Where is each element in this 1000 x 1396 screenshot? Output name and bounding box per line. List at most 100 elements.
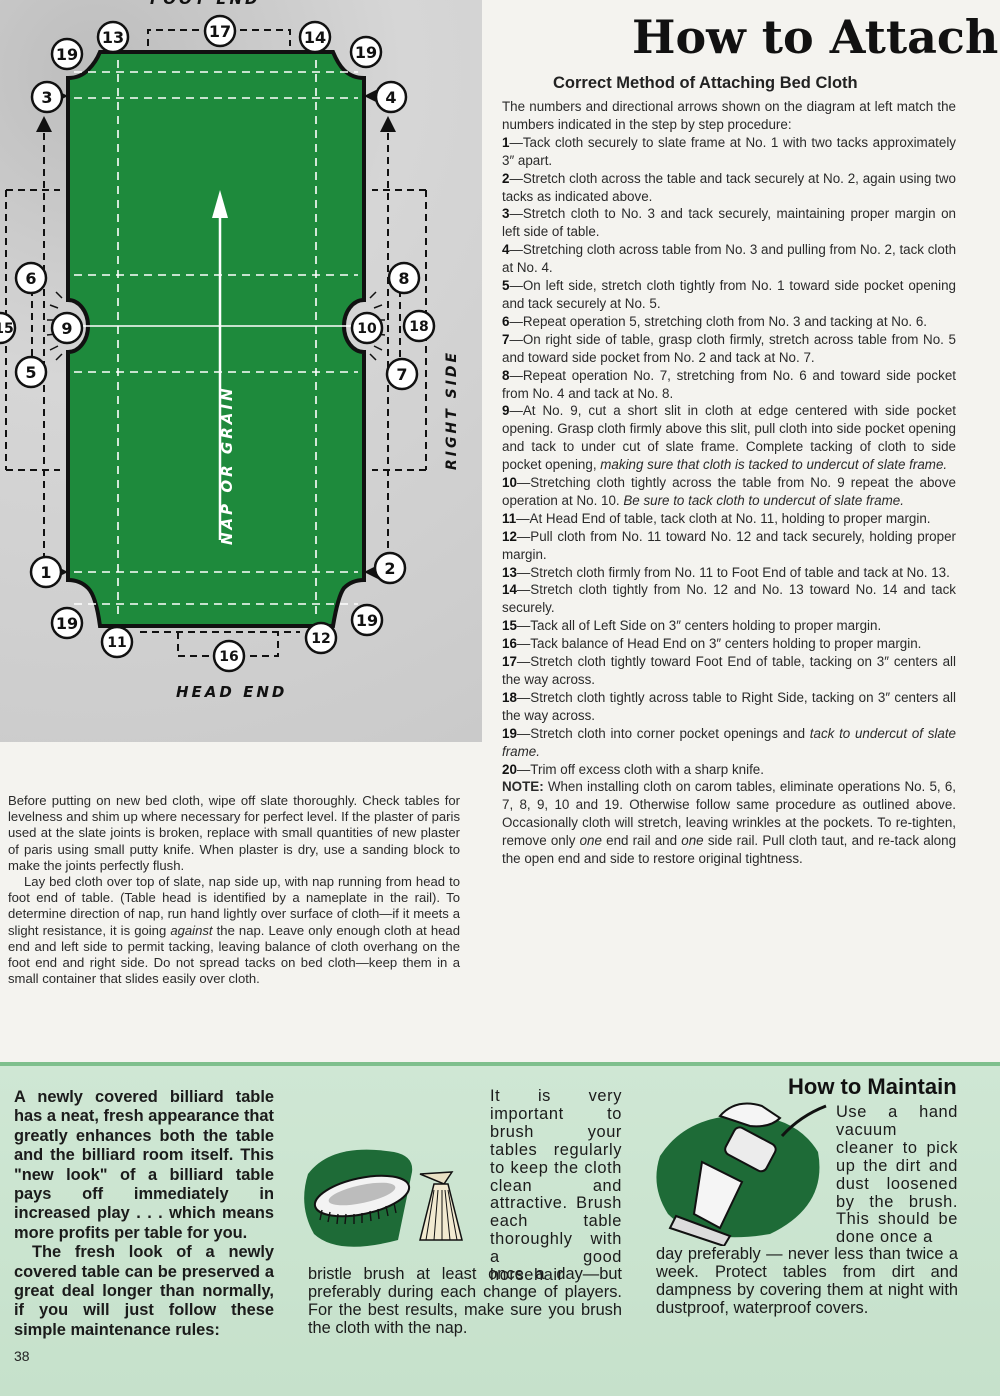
step-text: —Stretching cloth tightly across the tab… bbox=[502, 475, 956, 508]
step-text: —On right side of table, grasp cloth fir… bbox=[502, 331, 956, 365]
marker-12: 12 bbox=[304, 621, 338, 655]
step-text: —Stretch cloth to No. 3 and tack securel… bbox=[502, 206, 956, 240]
maintenance-intro: A newly covered billiard table has a nea… bbox=[14, 1088, 274, 1340]
step-text: —Repeat operation No. 7, stretching from… bbox=[502, 367, 956, 401]
nap-or-grain-label: NAP OR GRAIN bbox=[218, 385, 236, 545]
svg-text:2: 2 bbox=[384, 559, 395, 578]
step-item-18: 18—Stretch cloth tightly across table to… bbox=[502, 689, 956, 725]
step-number: 12 bbox=[502, 528, 517, 544]
foot-end-label: FOOT END bbox=[150, 0, 260, 8]
step-text: —Stretch cloth across the table and tack… bbox=[502, 170, 956, 204]
step-emphasis: making sure that cloth is tacked to unde… bbox=[600, 457, 948, 473]
svg-text:11: 11 bbox=[107, 635, 126, 651]
svg-text:4: 4 bbox=[385, 88, 396, 107]
marker-17: 17 bbox=[203, 14, 237, 48]
step-text: —Stretch cloth tightly across table to R… bbox=[502, 689, 956, 723]
step-item-1: 1—Tack cloth securely to slate frame at … bbox=[502, 134, 956, 170]
marker-10: 10 bbox=[350, 311, 384, 345]
svg-text:16: 16 bbox=[219, 649, 238, 665]
step-item-16: 16—Tack balance of Head End on 3″ center… bbox=[502, 635, 956, 653]
step-text: —Stretch cloth tightly from No. 12 and N… bbox=[502, 582, 956, 616]
marker-8: 8 bbox=[387, 261, 421, 295]
step-emphasis: tack to undercut of slate frame. bbox=[502, 725, 956, 759]
marker-6: 6 bbox=[14, 261, 48, 295]
step-text: —Repeat operation 5, stretching cloth fr… bbox=[509, 313, 928, 329]
step-number: 2 bbox=[502, 170, 510, 186]
marker-14: 14 bbox=[298, 20, 332, 54]
marker-1: 1 bbox=[29, 555, 63, 589]
svg-text:18: 18 bbox=[409, 319, 428, 335]
step-number: 13 bbox=[502, 564, 517, 580]
step-item-14: 14—Stretch cloth tightly from No. 12 and… bbox=[502, 581, 956, 617]
svg-text:19: 19 bbox=[56, 45, 78, 64]
step-list: 1—Tack cloth securely to slate frame at … bbox=[502, 134, 956, 779]
svg-text:3: 3 bbox=[41, 88, 52, 107]
step-item-10: 10—Stretching cloth tightly across the t… bbox=[502, 474, 956, 510]
section-subtitle: Correct Method of Attaching Bed Cloth bbox=[553, 74, 858, 92]
step-number: 14 bbox=[502, 582, 517, 598]
step-item-15: 15—Tack all of Left Side on 3″ centers h… bbox=[502, 617, 956, 635]
marker-11: 11 bbox=[100, 625, 134, 659]
step-item-8: 8—Repeat operation No. 7, stretching fro… bbox=[502, 367, 956, 403]
step-text: —Tack all of Left Side on 3″ centers hol… bbox=[516, 618, 882, 634]
step-number: 5 bbox=[502, 278, 510, 294]
step-number: 4 bbox=[502, 242, 510, 258]
vacuum-text-continued: day preferably — never less than twice a… bbox=[656, 1245, 958, 1317]
vacuum-text: Use a hand vacuum cleaner to pick up the… bbox=[836, 1103, 958, 1247]
step-text: —On left side, stretch cloth tightly fro… bbox=[502, 278, 956, 311]
step-item-2: 2—Stretch cloth across the table and tac… bbox=[502, 170, 956, 206]
step-number: 16 bbox=[502, 636, 517, 652]
step-number: 8 bbox=[502, 367, 510, 383]
step-text: —Stretch cloth into corner pocket openin… bbox=[516, 725, 810, 741]
step-number: 3 bbox=[502, 206, 510, 222]
step-item-4: 4—Stretching cloth across table from No.… bbox=[502, 241, 956, 277]
step-text: —Tack balance of Head End on 3″ centers … bbox=[516, 636, 922, 652]
step-item-13: 13—Stretch cloth firmly from No. 11 to F… bbox=[502, 564, 956, 582]
svg-text:12: 12 bbox=[311, 631, 330, 647]
step-item-17: 17—Stretch cloth tightly toward Foot End… bbox=[502, 653, 956, 689]
svg-text:15: 15 bbox=[0, 321, 14, 337]
marker-15: 15 bbox=[0, 311, 17, 345]
svg-text:19: 19 bbox=[355, 43, 377, 62]
prep-paragraph-1: Before putting on new bed cloth, wipe of… bbox=[8, 793, 460, 873]
step-number: 9 bbox=[502, 403, 510, 419]
marker-7: 7 bbox=[385, 357, 419, 391]
bed-cloth-diagram: FOOT END NAP OR GRAIN bbox=[0, 0, 482, 742]
step-item-11: 11—At Head End of table, tack cloth at N… bbox=[502, 510, 956, 528]
step-number: 11 bbox=[502, 510, 517, 526]
intro-paragraph-2: The fresh look of a newly covered table … bbox=[14, 1243, 274, 1339]
marker-13: 13 bbox=[96, 20, 130, 54]
svg-text:10: 10 bbox=[357, 321, 377, 337]
maintain-title: How to Maintain bbox=[788, 1074, 957, 1099]
svg-text:5: 5 bbox=[25, 363, 36, 382]
svg-text:8: 8 bbox=[398, 269, 409, 288]
head-end-label: HEAD END bbox=[176, 683, 287, 701]
step-item-12: 12—Pull cloth from No. 11 toward No. 12 … bbox=[502, 528, 956, 564]
svg-text:1: 1 bbox=[40, 563, 51, 582]
note-paragraph: NOTE: When installing cloth on carom tab… bbox=[502, 779, 957, 867]
step-item-5: 5—On left side, stretch cloth tightly fr… bbox=[502, 277, 956, 313]
step-number: 10 bbox=[502, 475, 517, 491]
step-item-6: 6—Repeat operation 5, stretching cloth f… bbox=[502, 313, 956, 331]
marker-4: 4 bbox=[374, 80, 408, 114]
marker-19-bottom-right: 19 bbox=[350, 603, 384, 637]
table-diagram-svg: FOOT END NAP OR GRAIN bbox=[0, 0, 460, 701]
marker-3: 3 bbox=[30, 80, 64, 114]
step-text: —Stretching cloth across table from No. … bbox=[502, 242, 957, 276]
step-text: —Stretch cloth tightly toward Foot End o… bbox=[502, 654, 956, 687]
marker-19-top-left: 19 bbox=[50, 37, 84, 71]
step-text: —Trim off excess cloth with a sharp knif… bbox=[516, 761, 764, 777]
brush-text-continued: bristle brush at least once a day—but pr… bbox=[308, 1265, 622, 1337]
step-number: 6 bbox=[502, 313, 510, 329]
svg-text:14: 14 bbox=[304, 28, 326, 47]
step-item-19: 19—Stretch cloth into corner pocket open… bbox=[502, 725, 956, 761]
svg-text:7: 7 bbox=[396, 365, 407, 384]
step-number: 18 bbox=[502, 689, 517, 705]
marker-19-top-right: 19 bbox=[349, 35, 383, 69]
step-item-9: 9—At No. 9, cut a short slit in cloth at… bbox=[502, 402, 956, 474]
page-title: How to Attach bbox=[632, 10, 999, 64]
step-number: 19 bbox=[502, 725, 517, 741]
right-side-label: RIGHT SIDE bbox=[444, 350, 460, 470]
marker-18: 18 bbox=[402, 309, 436, 343]
svg-text:13: 13 bbox=[102, 28, 124, 47]
